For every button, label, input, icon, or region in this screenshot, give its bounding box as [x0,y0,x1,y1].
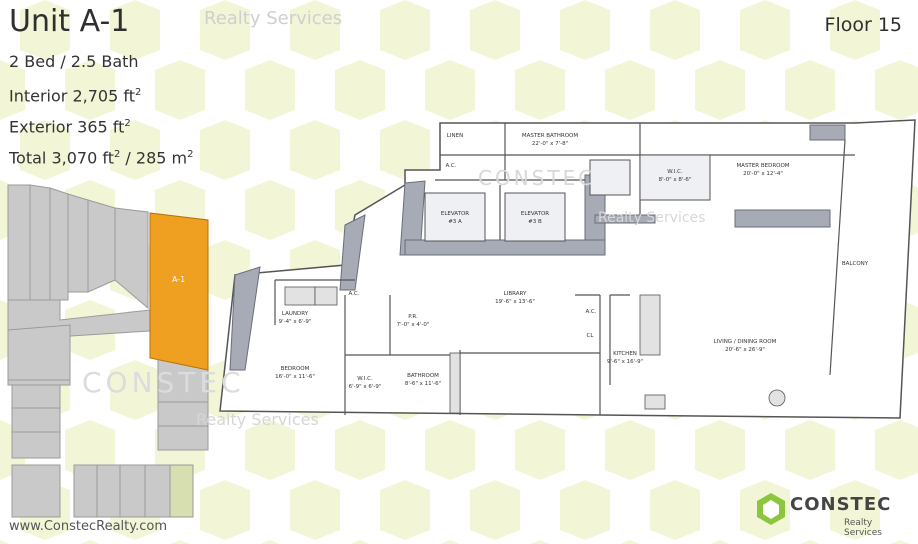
tub [449,352,461,414]
fridge [644,394,666,410]
wic-master-box [639,154,711,201]
room-wic-master-dim: 8'-0" x 8'-6" [659,177,692,183]
keyplan-block [73,464,98,518]
keyplan-block [11,464,61,518]
website-link[interactable]: www.ConstecRealty.com [9,519,167,534]
keyplan-block [29,184,51,301]
keyplan-unit-label: A-1 [172,275,185,284]
room-powder: P.R. [408,314,418,320]
balcony-rail [829,139,846,376]
logo-name: CONSTEC [790,494,892,515]
elevator-a-box [424,192,486,242]
keyplan-block [49,187,69,301]
watermark-services-top: Realty Services [204,8,343,29]
room-library-dim: 19'-6" x 13'-6" [495,299,535,305]
kitchen-counter [639,294,661,356]
room-bathroom-dim: 8'-6" x 11'-6" [405,381,441,387]
room-balcony: BALCONY [842,261,869,267]
room-ac-laundry: A.C. [348,291,359,297]
keyplan-block [7,379,71,386]
floor-plan: LINEN MASTER BATHROOM 22'-0" x 7'-8" MAS… [219,119,916,419]
keyplan-block [119,464,146,518]
room-linen: LINEN [447,133,463,139]
room-powder-dim: 7'-0" x 4'-0" [397,322,430,328]
room-wic: W.I.C. [357,376,373,382]
watermark-services-left: Realty Services [196,410,319,429]
keyplan-block [11,384,61,409]
keyplan-block [157,425,209,451]
spec-interior: Interior 2,705 ft2 [9,86,142,106]
room-master-bath: MASTER BATHROOM [522,133,578,139]
room-wic-dim: 6'-9" x 6'-9" [349,384,382,390]
room-kitchen: KITCHEN [613,351,637,357]
dryer [314,286,338,306]
room-living: LIVING / DINING ROOM [714,339,777,345]
keyplan-block [11,431,61,459]
room-master-bath-dim: 22'-0" x 7'-8" [532,141,568,147]
room-elevator-a-num: #3 A [448,219,462,225]
room-elevator-b-num: #3 B [528,219,542,225]
logo-tagline: Realty Services [844,518,882,538]
elevator-b-box [504,192,566,242]
floor-label: Floor 15 [824,14,902,36]
room-laundry: LAUNDRY [282,311,309,317]
room-laundry-dim: 9'-4" x 6'-9" [279,319,312,325]
unit-title: Unit A-1 [9,4,130,39]
watermark-services-center: Realty Services [598,210,706,226]
room-elevator-b: ELEVATOR [521,211,549,217]
room-closet: CL [587,333,595,339]
stair-box [589,159,631,196]
spec-exterior: Exterior 365 ft2 [9,117,131,137]
logo-hex-icon [757,493,785,525]
key-plan: A-1 [7,184,209,518]
structural-wall [594,214,656,224]
structural-wall [404,239,606,256]
keyplan-block [67,193,89,293]
room-bathroom: BATHROOM [407,373,439,379]
keyplan-block [87,199,116,293]
room-bedroom-dim: 16'-0" x 11'-6" [275,374,315,380]
keyplan-block [114,207,149,310]
keyplan-unit-highlight [149,212,209,371]
watermark-company-center: CONSTEC [478,166,596,190]
room-elevator-a: ELEVATOR [441,211,469,217]
room-wic-master: W.I.C. [667,169,683,175]
room-kitchen-dim: 9'-6" x 16'-9" [607,359,643,365]
keyplan-block [96,464,121,518]
structural-wall [229,266,261,371]
room-bedroom: BEDROOM [281,366,310,372]
spec-beds-baths: 2 Bed / 2.5 Bath [9,52,139,71]
structural-wall [809,124,846,141]
watermark-company-left: CONSTEC [82,366,245,399]
keyplan-block [7,324,71,386]
room-master-bed-dim: 20'-0" x 12'-4" [743,171,783,177]
plant [768,389,786,407]
room-ac-kitchen: A.C. [585,309,596,315]
keyplan-block [11,407,61,433]
keyplan-block [7,184,31,301]
keyplan-block [144,464,171,518]
constec-logo: CONSTEC Realty Services [754,488,904,538]
spec-total: Total 3,070 ft2 / 285 m2 [9,148,194,168]
structural-wall [339,214,366,291]
floor-plan-outline [219,119,916,419]
room-ac-top: A.C. [445,163,456,169]
washer [284,286,316,306]
structural-wall [734,209,831,228]
room-master-bed: MASTER BEDROOM [736,163,789,169]
room-living-dim: 20'-6" x 26'-9" [725,347,765,353]
room-library: LIBRARY [504,291,527,297]
